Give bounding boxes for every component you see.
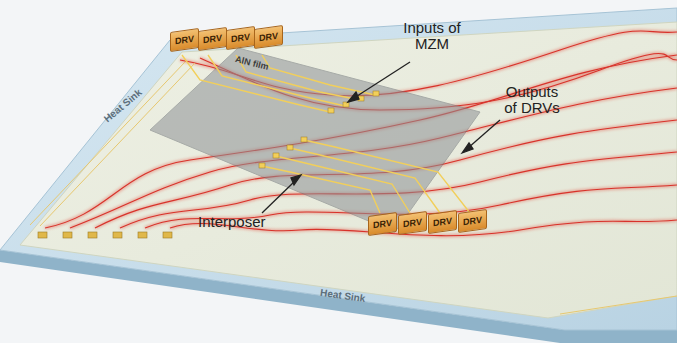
chip-label: DRV: [373, 218, 392, 231]
callout-label: Inputs of MZM: [400, 20, 464, 52]
electrode-traces: [182, 55, 470, 213]
leader-lines: [262, 62, 500, 213]
driver-chip: DRV: [170, 28, 199, 52]
driver-chip: DRV: [368, 212, 397, 236]
driver-chip: DRV: [428, 210, 457, 234]
driver-chip: DRV: [226, 26, 255, 50]
callout-label: Outputs of DRVs: [498, 84, 566, 116]
chip-label: DRV: [175, 34, 194, 47]
heat-sink-top: [0, 8, 677, 330]
interposer: [150, 48, 480, 232]
bond-pads: [38, 232, 172, 238]
driver-chip: DRV: [458, 209, 487, 233]
driver-chip: DRV: [198, 27, 227, 51]
driver-chip: DRV: [254, 25, 283, 49]
callout-label: Interposer: [198, 214, 266, 230]
photonic-chip: [20, 22, 677, 318]
chip-label: DRV: [403, 217, 422, 230]
chip-label: DRV: [259, 31, 278, 44]
chip-label: DRV: [203, 33, 222, 46]
waveguide-glow: [45, 31, 677, 236]
waveguide: [45, 31, 677, 236]
chip-label: DRV: [231, 32, 250, 45]
driver-chip: DRV: [398, 211, 427, 235]
chip-label: DRV: [433, 216, 452, 229]
mzm-input-pads: [259, 91, 379, 168]
chip-label: DRV: [463, 215, 482, 228]
